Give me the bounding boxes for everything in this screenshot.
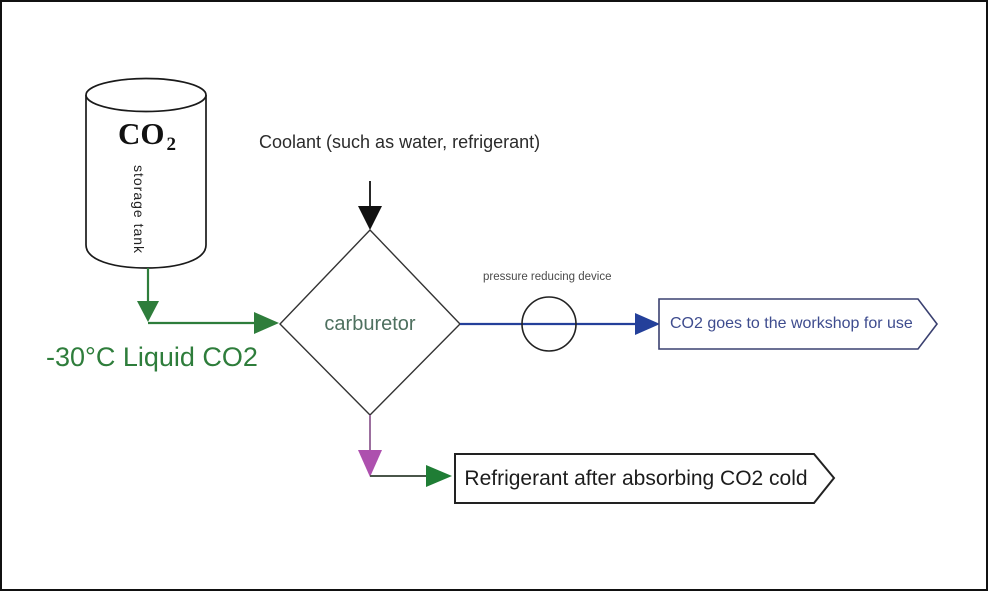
tank-co2-main: CO: [118, 116, 165, 151]
liquid-co2-label: -30°C Liquid CO2: [46, 342, 258, 372]
workshop-banner-shape: [658, 298, 939, 350]
coolant-label: Coolant (such as water, refrigerant): [259, 132, 541, 152]
pressure-reducing-device-circle: [521, 296, 577, 352]
purple-flow-arrow: [358, 415, 382, 477]
refrigerant-banner-text: Refrigerant after absorbing CO2 cold: [464, 467, 808, 490]
carburetor-label: carburetor: [324, 313, 416, 335]
workshop-banner-text: CO2 goes to the workshop for use: [670, 315, 913, 332]
blue-flow-arrow: [460, 313, 660, 335]
refrigerant-flow-arrow: [370, 465, 452, 487]
tank-side-label: storage tank: [131, 165, 147, 255]
tank-co2-subscript: 2: [166, 134, 177, 155]
coolant-arrow: [358, 181, 382, 230]
storage-tank-cylinder: [85, 77, 207, 269]
refrigerant-banner-shape: [454, 453, 836, 504]
pressure-device-label: pressure reducing device: [483, 271, 612, 283]
green-flow-arrow: [137, 268, 279, 334]
